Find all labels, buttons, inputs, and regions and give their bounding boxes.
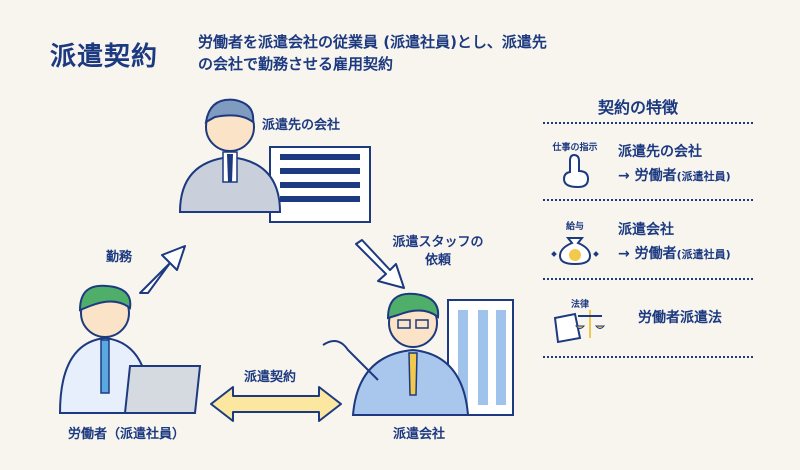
laptop-icon: [123, 365, 202, 414]
double-arrow-icon: [210, 386, 342, 422]
divider: [543, 199, 753, 201]
arrow-up-right-icon: [139, 245, 186, 294]
building-icon: [269, 146, 371, 223]
worker-label: 労働者（派遣社員）: [68, 427, 186, 442]
features-heading: 契約の特徴: [598, 98, 679, 117]
feature-line1: 派遣先の会社: [618, 144, 702, 160]
feature-line2: 労働者: [634, 246, 677, 262]
client-company-label: 派遣先の会社: [262, 118, 341, 133]
contract-label: 派遣契約: [244, 370, 297, 385]
arrow-text: →: [618, 168, 630, 184]
feature-line2-note: (派遣社員): [676, 170, 731, 183]
manager-person-icon: [178, 98, 282, 213]
arrow-text: →: [618, 246, 630, 262]
feature-tag: 給与: [565, 222, 584, 232]
law-book-scales-icon: [553, 310, 606, 344]
work-label: 勤務: [106, 250, 133, 265]
request-label: 派遣スタッフの依頼: [392, 235, 484, 268]
feature-line1: 派遣会社: [618, 222, 674, 238]
agency-person-icon: [322, 292, 470, 416]
arrow-down-right-icon: [355, 239, 405, 289]
feature-line2-note: (派遣社員): [676, 248, 731, 261]
feature-line2: 労働者: [634, 168, 677, 184]
worker-person-icon: [58, 284, 152, 414]
page-title: 派遣契約: [50, 42, 159, 72]
divider: [543, 278, 753, 280]
feature-tag: 仕事の指示: [552, 143, 598, 153]
worker-illustration: [58, 284, 202, 414]
divider: [543, 356, 753, 358]
divider: [543, 122, 753, 124]
pointing-hand-icon: [562, 153, 590, 189]
agency-illustration: [322, 292, 514, 416]
feature-line1: 労働者派遣法: [638, 310, 722, 326]
money-bag-icon: [551, 237, 599, 266]
page-description: 労働者を派遣会社の従業員 (派遣社員)とし、派遣先の会社で勤務させる雇用契約: [198, 33, 547, 73]
client-company-illustration: [178, 98, 371, 223]
agency-label: 派遣会社: [393, 427, 446, 442]
feature-tag: 法律: [570, 300, 589, 310]
